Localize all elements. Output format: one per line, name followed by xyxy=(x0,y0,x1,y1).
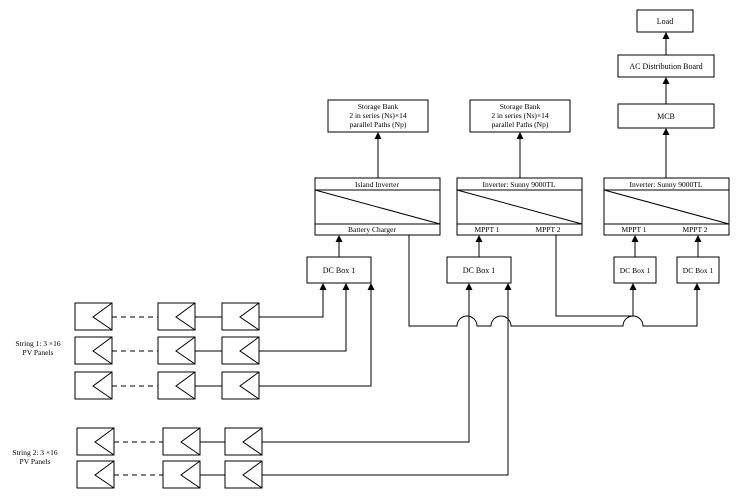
load-box: Load xyxy=(636,9,694,33)
wire-string1-row3 xyxy=(259,283,375,387)
wire-string2-row2 xyxy=(262,283,512,476)
dc-box-d: DC Box 1 xyxy=(676,256,720,284)
storage-bank-2: Storage Bank 2 in series (Ns)×14 paralle… xyxy=(469,99,571,133)
string1-label-line1: String 1: 3 ×16 xyxy=(15,339,61,348)
dc-box-d-label: DC Box 1 xyxy=(683,266,714,275)
battery-charger-label: Battery Charger xyxy=(348,225,396,234)
dc-box-b-label: DC Box 1 xyxy=(463,266,495,275)
inverter-3-mppt1: MPPT 1 xyxy=(621,225,646,234)
island-inverter: Island Inverter Battery Charger xyxy=(314,177,441,236)
wire-string1-row1 xyxy=(259,283,327,318)
storage-bank-1-line3: parallel Paths (Np) xyxy=(350,120,407,129)
storage-bank-1: Storage Bank 2 in series (Ns)×14 paralle… xyxy=(327,99,429,133)
string2-label-line1: String 2: 3 ×16 xyxy=(12,448,58,457)
string1-panels xyxy=(74,302,260,400)
dc-box-b: DC Box 1 xyxy=(446,256,512,284)
storage-bank-2-line3: parallel Paths (Np) xyxy=(492,120,549,129)
storage-bank-1-line1: Storage Bank xyxy=(358,102,399,111)
dc-box-c-label: DC Box 1 xyxy=(620,266,651,275)
inverter-2-title: Inverter: Sunny 9000TL xyxy=(483,180,556,189)
storage-bank-2-line1: Storage Bank xyxy=(500,102,541,111)
dc-box-c: DC Box 1 xyxy=(613,256,657,284)
wire-string2-row1 xyxy=(262,283,473,443)
island-inverter-title: Island Inverter xyxy=(355,180,399,189)
mcb-label: MCB xyxy=(657,112,675,121)
wire-mppt2-to-dcboxc xyxy=(555,235,637,317)
string2-panels xyxy=(76,427,263,489)
wire-string1-row2 xyxy=(259,283,350,352)
inverter-2-mppt2: MPPT 2 xyxy=(535,225,560,234)
load-label: Load xyxy=(657,17,673,26)
string2-label-line2: PV Panels xyxy=(20,457,51,466)
wire-battery-charger-to-dcboxd xyxy=(408,235,701,327)
mcb-box: MCB xyxy=(617,103,715,129)
string1-label-line2: PV Panels xyxy=(23,348,54,357)
inverter-3-mppt2: MPPT 2 xyxy=(682,225,707,234)
ac-distribution-board-box: AC Distribution Board xyxy=(617,54,715,78)
dc-box-a: DC Box 1 xyxy=(306,256,372,284)
storage-bank-1-line2: 2 in series (Ns)×14 xyxy=(349,111,407,120)
storage-bank-2-line2: 2 in series (Ns)×14 xyxy=(491,111,549,120)
inverter-3-title: Inverter: Sunny 9000TL xyxy=(630,180,703,189)
inverter-2-mppt1: MPPT 1 xyxy=(474,225,499,234)
dc-box-a-label: DC Box 1 xyxy=(323,266,355,275)
ac-board-label: AC Distribution Board xyxy=(629,62,702,71)
inverter-sunny-3: Inverter: Sunny 9000TL MPPT 1 MPPT 2 xyxy=(603,177,730,236)
inverter-sunny-2: Inverter: Sunny 9000TL MPPT 1 MPPT 2 xyxy=(456,177,583,236)
